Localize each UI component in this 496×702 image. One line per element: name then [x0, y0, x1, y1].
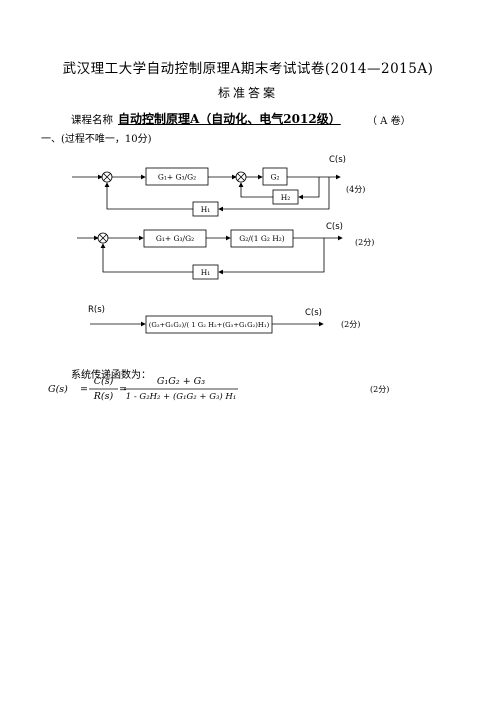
block-g2 — [262, 167, 288, 186]
tf-equals-2: = — [119, 384, 127, 395]
course-label: 课程名称 — [71, 114, 113, 126]
tf-ratio-numerator: C(s) — [94, 376, 114, 387]
score-d1: (4分) — [346, 185, 365, 194]
transfer-function-label: 系统传递函数为： — [71, 370, 151, 381]
course-name: 自动控制原理A（自动化、电气2012级） — [118, 112, 341, 126]
exam-title: 武汉理工大学自动控制原理A期末考试试卷(2014—2015A) — [62, 61, 434, 77]
answer-key-subtitle: 标准答案 — [217, 86, 278, 100]
tf-ratio-denominator: R(s) — [93, 391, 114, 402]
score-d3: (2分) — [341, 320, 360, 329]
label-block-h1-d2: H₁ — [201, 268, 211, 277]
input-label-d3: R(s) — [88, 305, 105, 315]
tf-lhs: G(s) — [48, 384, 68, 395]
label-block-g2: G₂ — [271, 173, 280, 182]
tf-denominator: 1 - G₂H₂ + (G₁G₂ + G₃) H₁ — [126, 391, 237, 402]
label-block-g1-g3g2: G₁+ G₃/G₂ — [158, 173, 196, 182]
block-g1-g3g2-d2 — [143, 229, 207, 248]
output-label-d3: C(s) — [305, 308, 322, 318]
score-d2: (2分) — [355, 238, 374, 247]
output-label-d1: C(s) — [329, 155, 346, 165]
score-transfer-function: (2分) — [370, 385, 389, 394]
label-block-h1-d1: H₁ — [201, 205, 211, 214]
paper-version: （ A 卷） — [367, 116, 411, 127]
block-g2-closed-loop — [230, 229, 294, 248]
tf-numerator: G₁G₂ + G₃ — [157, 376, 205, 387]
label-block-overall: (G₃+G₁G₂)/( 1 G₂ H₂+(G₃+G₁G₂)H₁) — [149, 321, 270, 329]
block-g1-g3g2 — [145, 167, 209, 186]
tf-equals-1: = — [80, 384, 88, 395]
label-block-g2-closed-loop: G₂/(1 G₂ H₂) — [239, 234, 285, 243]
label-block-g1-g3g2-d2: G₁+ G₃/G₂ — [156, 234, 194, 243]
block-overall — [145, 315, 273, 334]
section-1-heading: 一、(过程不唯一，10分) — [41, 134, 152, 145]
label-block-h2: H₂ — [281, 193, 291, 202]
output-label-d2: C(s) — [326, 222, 343, 232]
